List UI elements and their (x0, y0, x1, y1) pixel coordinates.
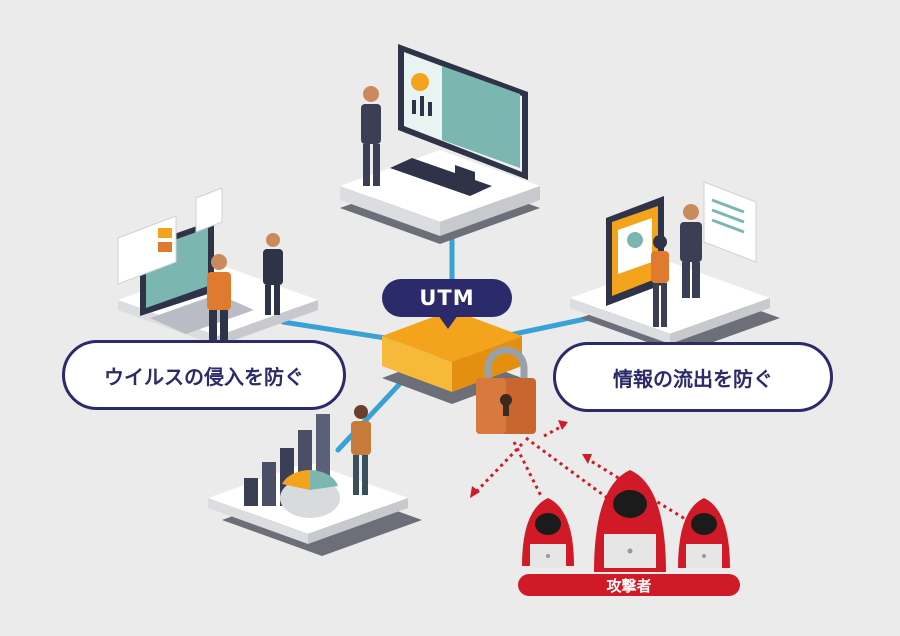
utm-label: UTM (382, 279, 512, 317)
attack-arrow-3 (526, 438, 610, 500)
platform-right (570, 182, 780, 354)
attacker-center (594, 470, 666, 572)
utm-label-pointer (438, 315, 458, 329)
attacker-left (522, 498, 574, 568)
desktop-monitor-icon (390, 44, 528, 196)
person-top-icon (361, 86, 381, 186)
attacker-label: 攻撃者 (518, 574, 740, 596)
callout-data-leak: 情報の流出を防ぐ (553, 342, 833, 412)
document-icon (704, 182, 756, 262)
connector-left (283, 322, 398, 340)
attack-arrow-1 (474, 444, 522, 494)
callout-virus-intrusion: ウイルスの侵入を防ぐ (62, 340, 346, 410)
connector-bottom (338, 375, 408, 450)
attack-arrow-2 (514, 442, 542, 498)
attacker-right (678, 498, 730, 568)
platform-top (340, 44, 540, 244)
platform-bottom (208, 405, 422, 556)
pie-chart-icon (280, 470, 340, 518)
